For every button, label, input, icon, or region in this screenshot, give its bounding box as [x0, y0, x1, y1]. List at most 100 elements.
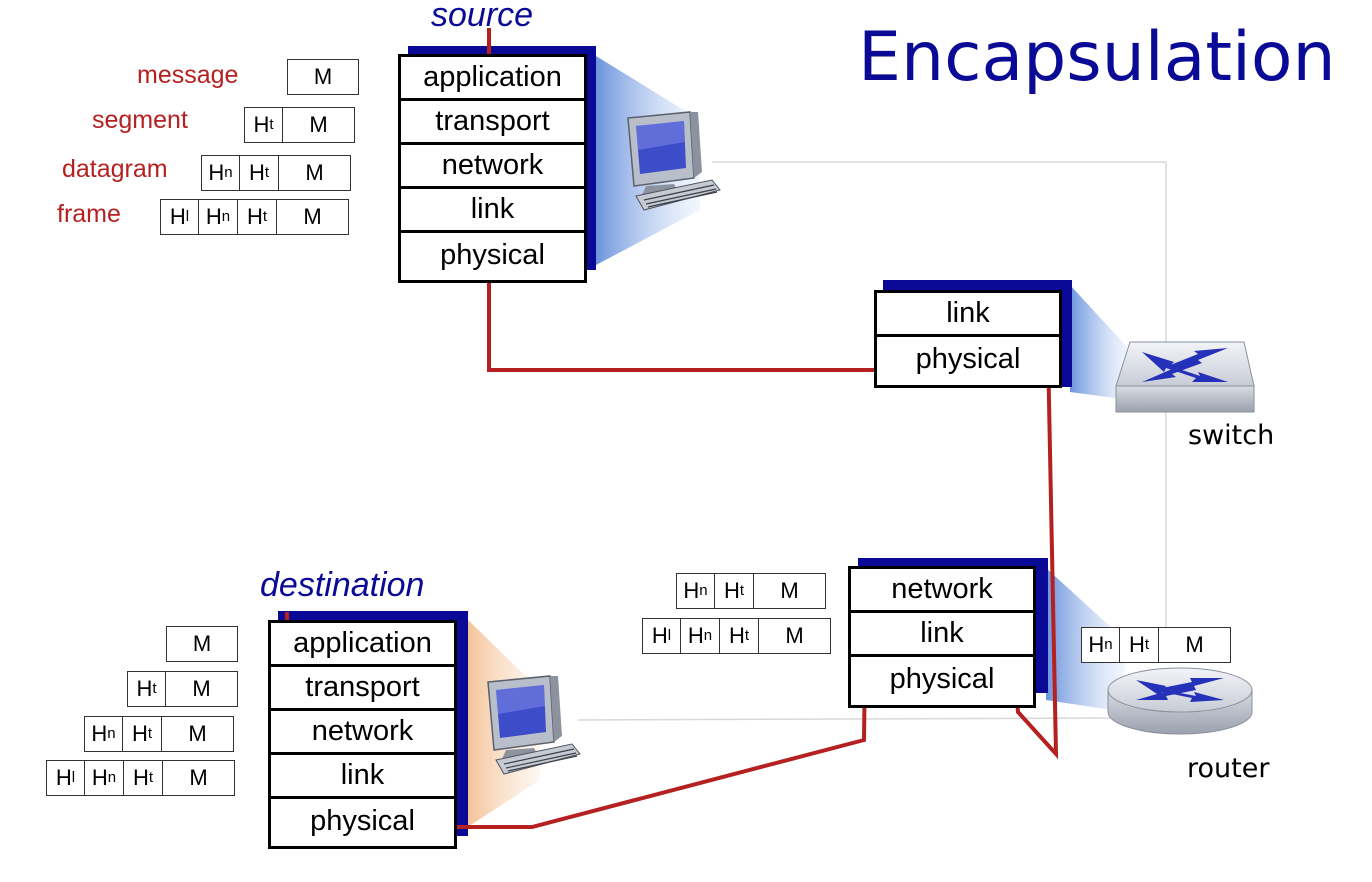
cell-base-text: H [132, 765, 149, 790]
cell-base-text: H [205, 204, 222, 229]
switch-layer-link: link [877, 293, 1059, 337]
link-source-switch [712, 161, 1167, 345]
source-layer-network: network [401, 145, 584, 189]
cell-base-text: H [1128, 632, 1145, 657]
router-stack: network link physical [848, 566, 1036, 708]
payload-cell: M [162, 716, 234, 752]
cell-base-text: M [309, 112, 328, 137]
computer-icon [627, 111, 721, 211]
pdu-name-message: message [137, 61, 239, 89]
switch-icon [1115, 341, 1255, 413]
payload-cell: M [163, 760, 235, 796]
cell-base-text: M [305, 160, 324, 185]
cell-base-text: M [192, 631, 212, 656]
payload-cell: M [1159, 627, 1231, 663]
destination-layer-transport: transport [271, 667, 454, 711]
cell-base-text: H [55, 765, 72, 790]
destination-label: destination [260, 566, 425, 604]
source-packet-message: M [287, 59, 359, 95]
router-layer-link: link [851, 613, 1033, 657]
cell-base-text: M [785, 623, 804, 648]
cell-base-text: M [192, 676, 211, 701]
source-layer-transport: transport [401, 101, 584, 145]
cell-base-text: H [253, 112, 270, 137]
destination-layer-link: link [271, 755, 454, 799]
cell-base-text: H [683, 578, 700, 603]
cell-base-text: H [651, 623, 668, 648]
cell-base-text: M [313, 64, 333, 89]
cell-base-text: H [687, 623, 704, 648]
destination-stack: application transport network link physi… [268, 620, 457, 849]
source-layer-link: link [401, 189, 584, 233]
cell-base-text: H [728, 623, 745, 648]
computer-icon [487, 675, 581, 775]
source-layer-application: application [401, 57, 584, 101]
switch-beam [1070, 285, 1130, 400]
switch-label: switch [1188, 420, 1275, 451]
payload-cell: M [166, 626, 238, 662]
destination-layer-network: network [271, 711, 454, 755]
cell-base-text: M [303, 204, 322, 229]
pdu-name-frame: frame [57, 200, 121, 228]
payload-cell: M [279, 155, 351, 191]
cell-base-text: H [131, 721, 148, 746]
page-title: Encapsulation [858, 18, 1336, 97]
cell-base-text: M [188, 721, 207, 746]
router-layer-physical: physical [889, 662, 995, 695]
source-label: source [431, 0, 534, 34]
switch-layer-physical: physical [915, 342, 1021, 375]
cell-base-text: H [169, 204, 186, 229]
switch-stack: link physical [874, 290, 1062, 388]
router-icon [1107, 667, 1253, 735]
cell-base-text: H [208, 160, 225, 185]
cell-base-text: H [246, 204, 263, 229]
cell-base-text: M [1185, 632, 1204, 657]
cell-base-text: H [723, 578, 740, 603]
payload-cell: M [166, 671, 238, 707]
cell-base-text: H [91, 721, 108, 746]
router-layer-network: network [851, 569, 1033, 613]
payload-cell: M [283, 107, 355, 143]
payload-cell: M [754, 573, 826, 609]
payload-cell: M [277, 199, 349, 235]
destination-layer-application: application [271, 623, 454, 667]
cell-base-text: H [1088, 632, 1105, 657]
pdu-name-datagram: datagram [62, 155, 168, 183]
source-layer-physical: physical [440, 238, 545, 271]
cell-base-text: M [189, 765, 208, 790]
destination-packet-message: M [166, 626, 238, 662]
link-router-destination [577, 717, 1111, 721]
cell-base-text: M [780, 578, 799, 603]
destination-layer-physical: physical [310, 804, 415, 837]
payload-cell: M [759, 618, 831, 654]
payload-cell: M [287, 59, 359, 95]
cell-base-text: H [248, 160, 265, 185]
